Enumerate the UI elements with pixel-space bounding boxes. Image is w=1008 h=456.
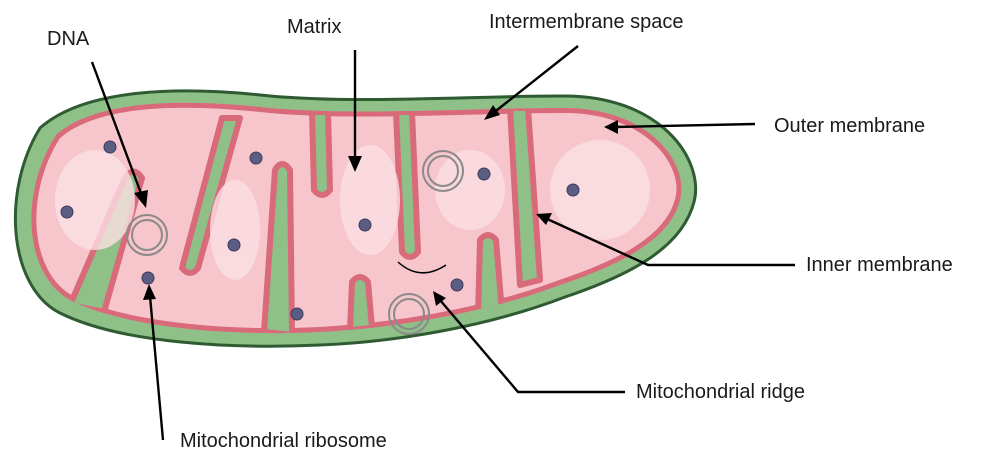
mitochondrial-ribosome-label: Mitochondrial ribosome [180,430,387,452]
matrix-label: Matrix [287,16,341,38]
mitochondrial-ridge-label: Mitochondrial ridge [636,381,805,403]
intermembrane-space-label: Intermembrane space [489,11,684,33]
outer-membrane-label: Outer membrane [774,115,925,137]
inner-membrane-label: Inner membrane [806,254,953,276]
dna-label: DNA [47,28,90,50]
